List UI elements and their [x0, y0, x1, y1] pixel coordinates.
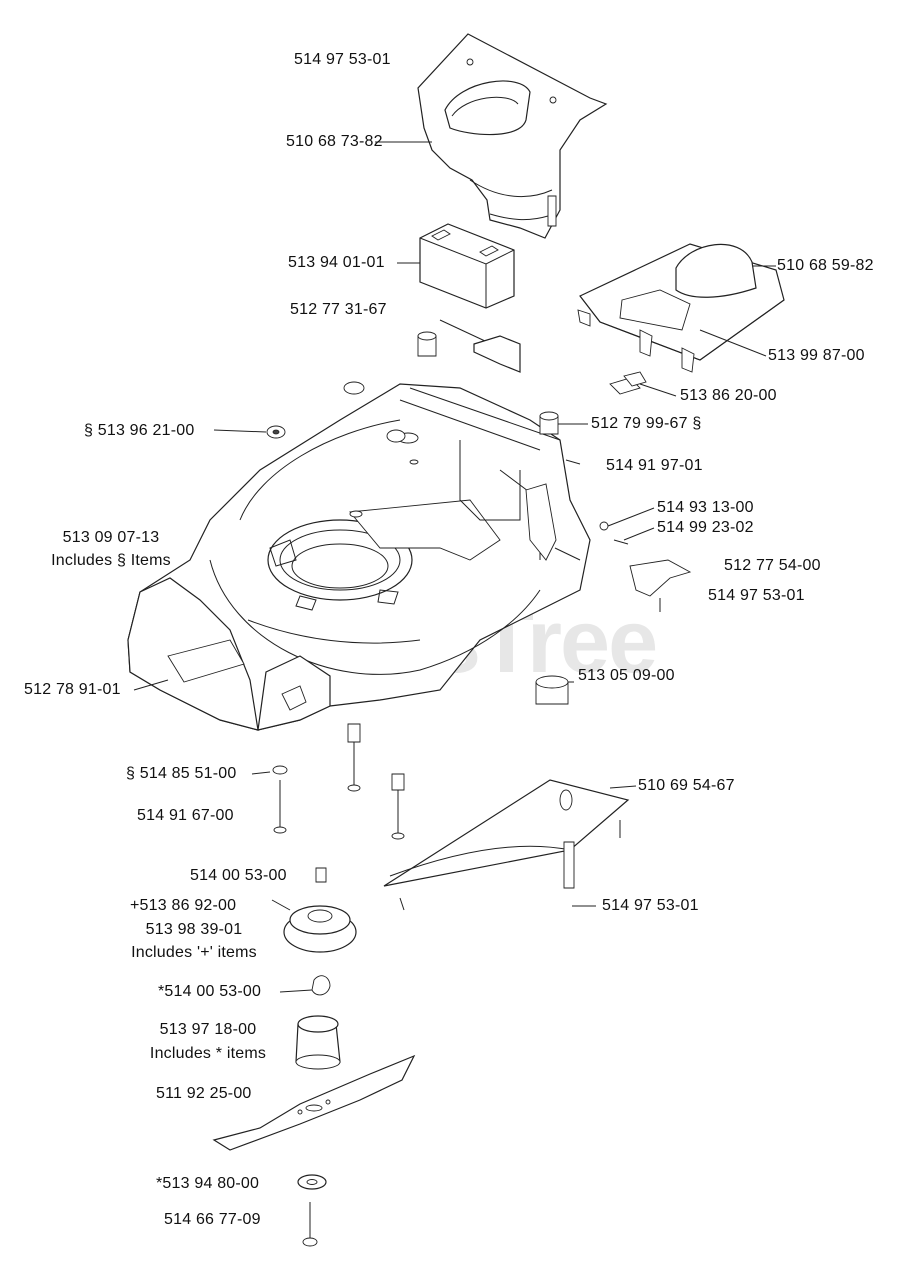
- rear-cover-part: [577, 243, 785, 373]
- part-label: 512 78 91-01: [24, 681, 121, 698]
- part-label: 513 97 18-00: [159, 1021, 257, 1038]
- part-label: 514 00 53-00: [190, 867, 287, 884]
- part-label: 514 91 97-01: [606, 457, 703, 474]
- part-label: *513 94 80-00: [156, 1175, 260, 1192]
- part-label: 513 94 01-01: [288, 254, 385, 271]
- blade-adapter-part: [295, 1015, 341, 1070]
- part-label: § 514 85 51-00: [126, 765, 237, 782]
- part-label: 513 86 20-00: [680, 387, 777, 404]
- part-label: 514 97 53-01: [708, 587, 805, 604]
- part-label: 510 68 59-82: [777, 257, 874, 274]
- leader-lines: [133, 141, 776, 993]
- part-label: +513 86 92-00: [130, 897, 237, 914]
- clip-part: [609, 371, 647, 395]
- part-label: 512 77 54-00: [724, 557, 821, 574]
- washer-bolt-parts: [297, 1174, 327, 1247]
- part-label: 513 98 39-01: [145, 921, 243, 938]
- part-label: 514 66 77-09: [164, 1211, 261, 1228]
- blade-part: [212, 1054, 416, 1151]
- part-label: 513 05 09-00: [578, 667, 675, 684]
- part-label: 511 92 25-00: [156, 1085, 252, 1102]
- wheel-bolt-parts: [272, 723, 405, 840]
- part-label: 514 93 13-00: [657, 499, 754, 516]
- part-label-note: Includes '+' items: [131, 944, 257, 961]
- part-label-note: Includes * items: [149, 1045, 267, 1062]
- part-label: 514 91 67-00: [137, 807, 234, 824]
- part-label: 512 79 99-67 §: [591, 415, 702, 432]
- mower-deck-part: [127, 383, 591, 731]
- pulley-parts: [271, 867, 357, 996]
- spacer-parts: [266, 331, 692, 705]
- part-label: 514 97 53-01: [602, 897, 699, 914]
- part-label: 510 68 73-82: [286, 133, 383, 150]
- part-label: *514 00 53-00: [158, 983, 262, 1000]
- part-label: 513 99 87-00: [768, 347, 865, 364]
- top-cover-part: [417, 33, 608, 239]
- part-label: 510 69 54-67: [638, 777, 735, 794]
- part-label: § 513 96 21-00: [84, 422, 195, 439]
- part-label: 513 09 07-13: [62, 529, 160, 546]
- part-label: 514 97 53-01: [294, 51, 391, 68]
- part-label: 512 77 31-67: [290, 301, 387, 318]
- part-label: 514 99 23-02: [657, 519, 754, 536]
- part-label-note: Includes § Items: [51, 552, 171, 569]
- rear-guard-part: [383, 779, 630, 911]
- battery-part: [419, 223, 515, 309]
- battery-strap-part: [439, 319, 521, 373]
